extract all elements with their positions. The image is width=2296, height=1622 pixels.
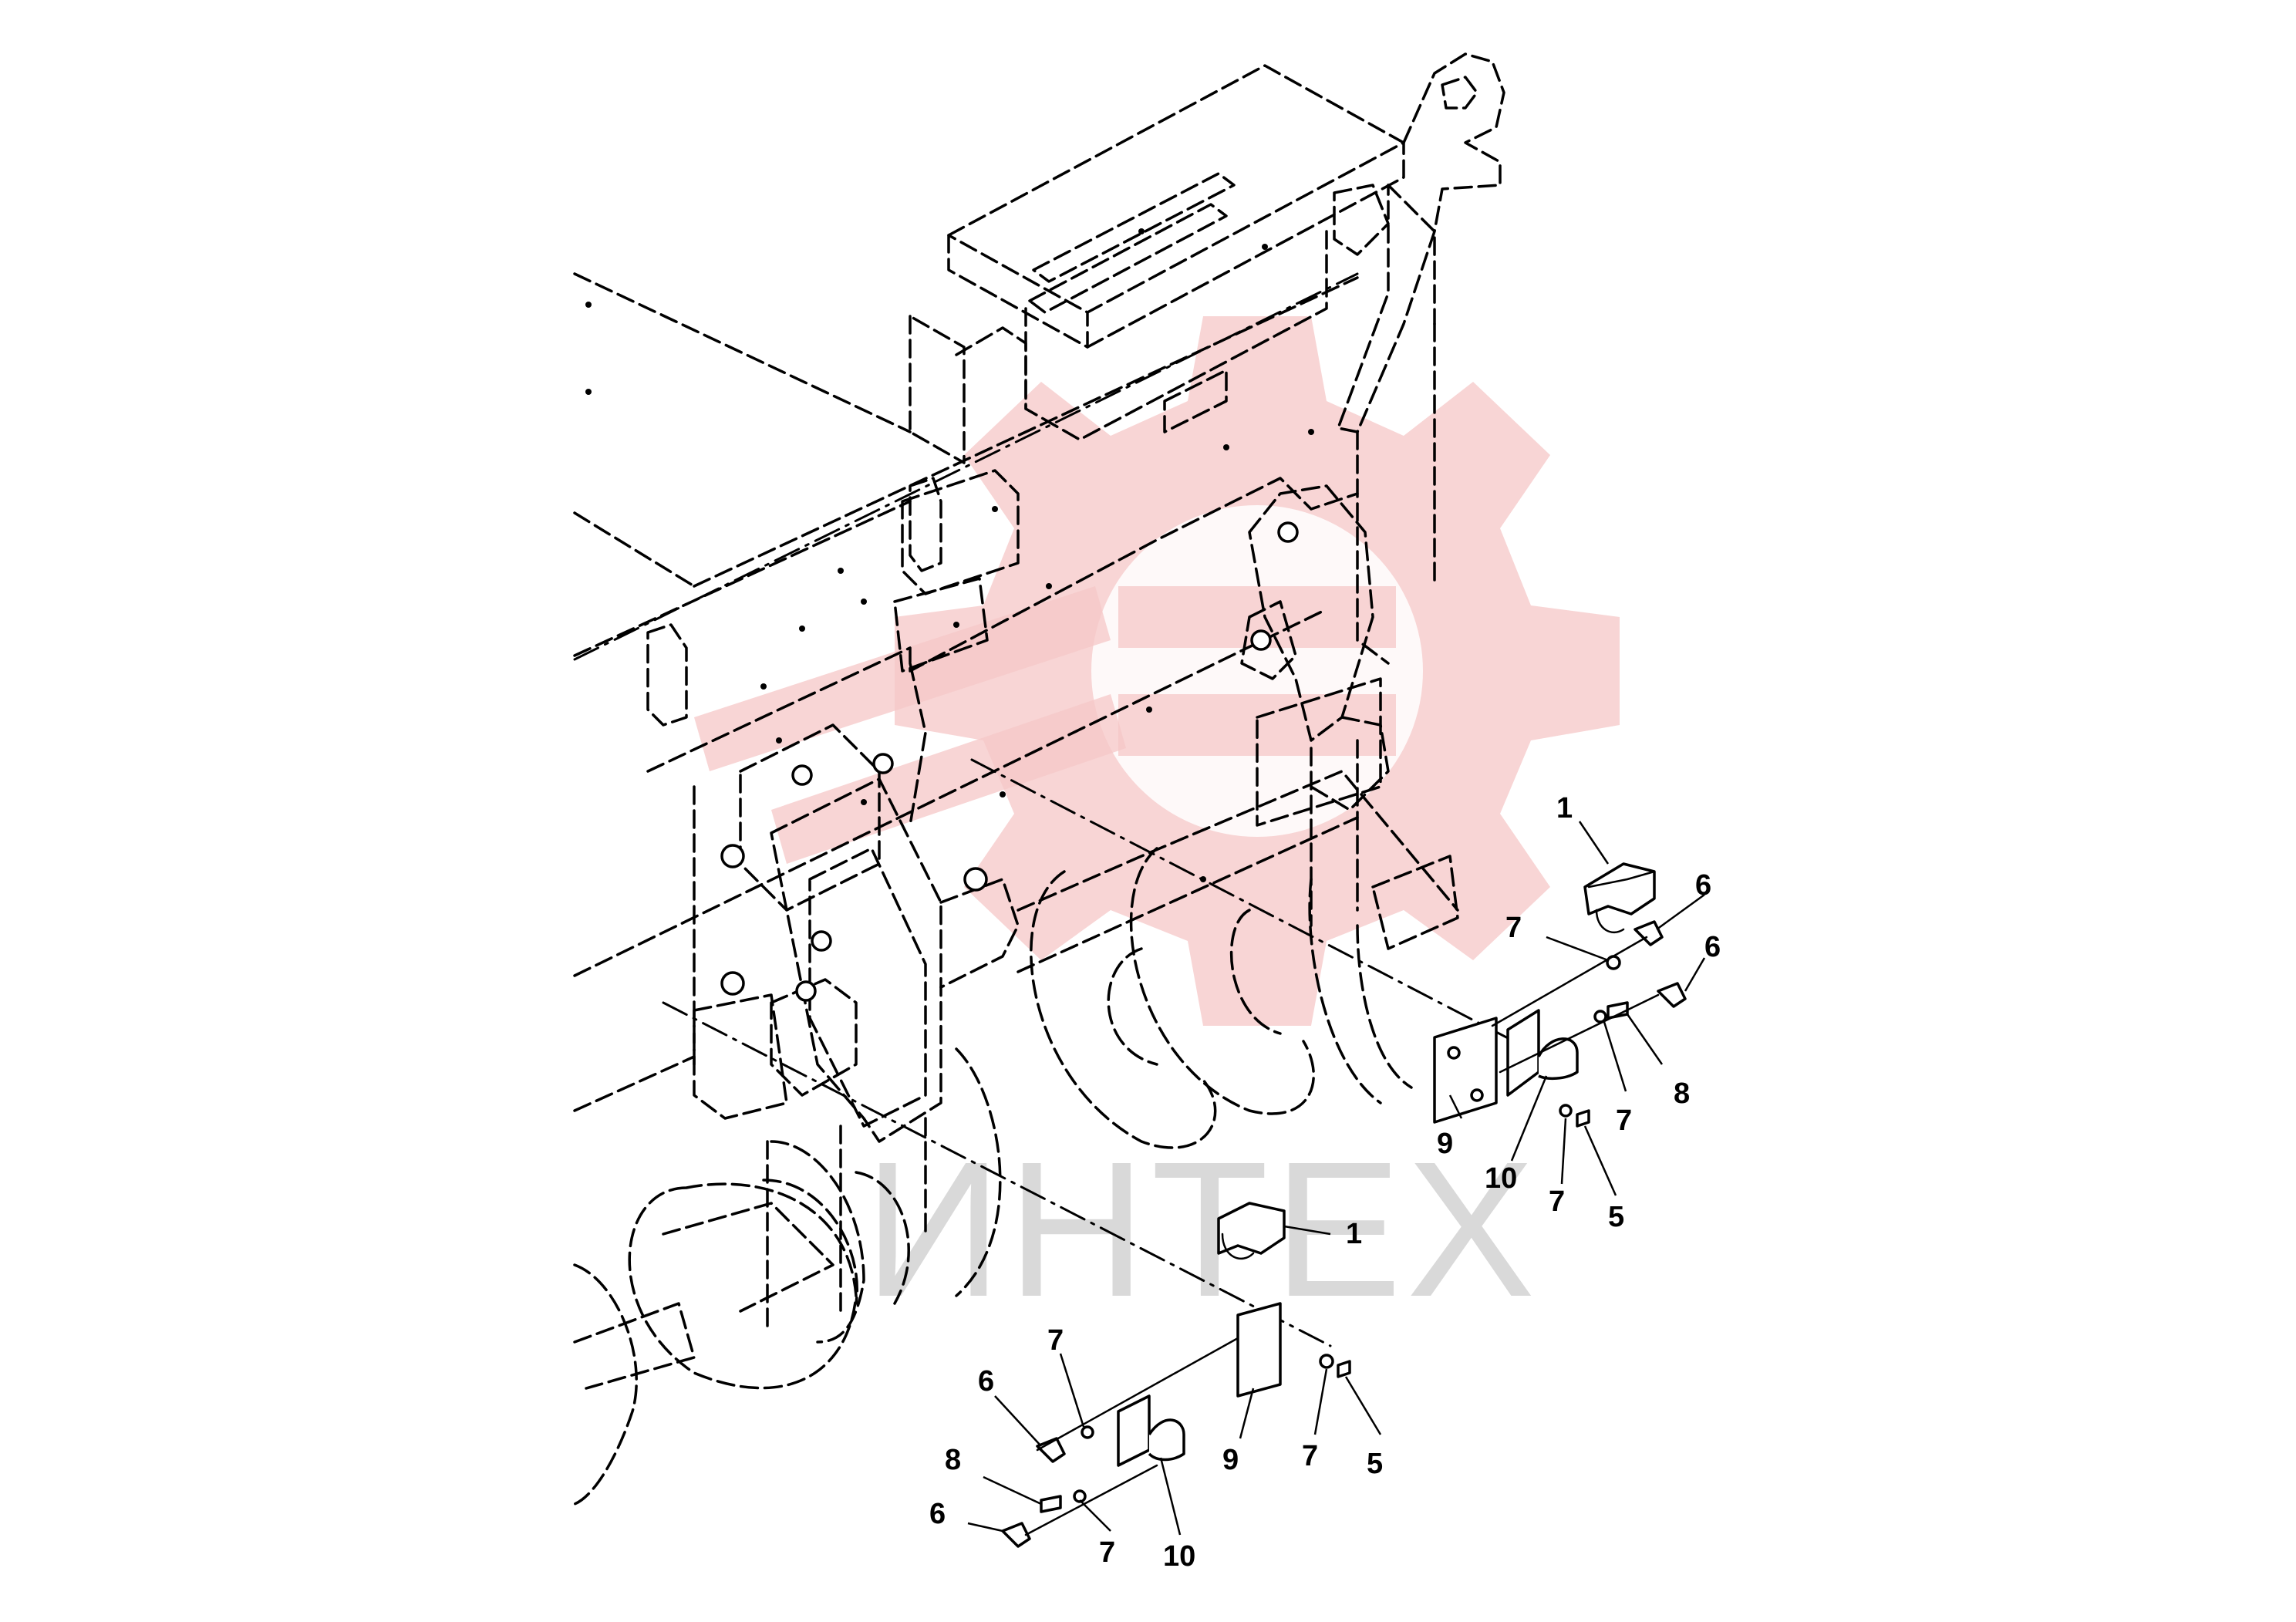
callout-7-upper-a: 7 [1505, 912, 1522, 944]
part-5-screw-lower [1337, 1360, 1351, 1378]
part-7-washer-upper-b [1593, 1010, 1607, 1023]
part-7-washer-lower-a [1081, 1425, 1094, 1439]
callout-7-lower-c: 7 [1302, 1440, 1318, 1472]
lower-part-group [1001, 1202, 1351, 1548]
watermark-gear-logo-icon [694, 316, 1620, 1026]
callout-1-upper: 1 [1556, 792, 1573, 824]
callout-9-lower: 9 [1222, 1444, 1239, 1476]
frame-bolt-icons [585, 228, 1314, 1002]
callout-7-lower-a: 7 [1047, 1324, 1064, 1357]
callout-labels: 1 6 7 6 8 7 9 10 7 5 1 7 6 8 6 7 10 9 7 … [929, 792, 1721, 1573]
callout-10-lower: 10 [1163, 1540, 1195, 1573]
watermark-text: ИНТЕХ [864, 1121, 1539, 1337]
callout-10-upper: 10 [1485, 1162, 1517, 1195]
part-6-knob-lower-a [1036, 1437, 1066, 1463]
callout-6-upper-a: 6 [1695, 869, 1711, 902]
center-lines [573, 272, 1575, 1347]
part-1-bracket-upper [1583, 862, 1656, 916]
callout-6-lower-b: 6 [929, 1498, 946, 1530]
callout-8-lower: 8 [945, 1444, 961, 1476]
callout-9-upper: 9 [1437, 1128, 1453, 1160]
callout-7-upper-b: 7 [1616, 1104, 1632, 1137]
callout-5-upper: 5 [1608, 1201, 1624, 1233]
callout-6-upper-b: 6 [1704, 931, 1721, 963]
part-6-knob-lower-b [1001, 1522, 1031, 1548]
leader-lines [967, 821, 1706, 1536]
part-9-plate-lower [1236, 1302, 1282, 1398]
part-7-washer-lower-c [1319, 1354, 1334, 1369]
part-5-screw-upper [1576, 1109, 1590, 1128]
part-6-knob-upper-a [1633, 920, 1664, 946]
callout-5-lower: 5 [1367, 1448, 1383, 1480]
part-7-washer-lower-b [1073, 1489, 1087, 1503]
part-10-clamp-lower [1117, 1394, 1151, 1467]
callout-8-upper: 8 [1674, 1077, 1690, 1110]
part-7-washer-upper-c [1559, 1104, 1573, 1118]
part-8-bolt-lower [1040, 1495, 1062, 1513]
callout-7-upper-c: 7 [1549, 1185, 1565, 1218]
part-6-knob-upper-b [1657, 982, 1687, 1008]
callout-7-lower-b: 7 [1099, 1536, 1115, 1569]
callout-1-lower: 1 [1346, 1218, 1362, 1250]
part-1-bracket-lower [1217, 1202, 1286, 1255]
callout-6-lower-a: 6 [978, 1365, 994, 1398]
part-10-clamp-upper [1506, 1009, 1540, 1097]
part-9-plate-upper [1433, 1017, 1498, 1124]
